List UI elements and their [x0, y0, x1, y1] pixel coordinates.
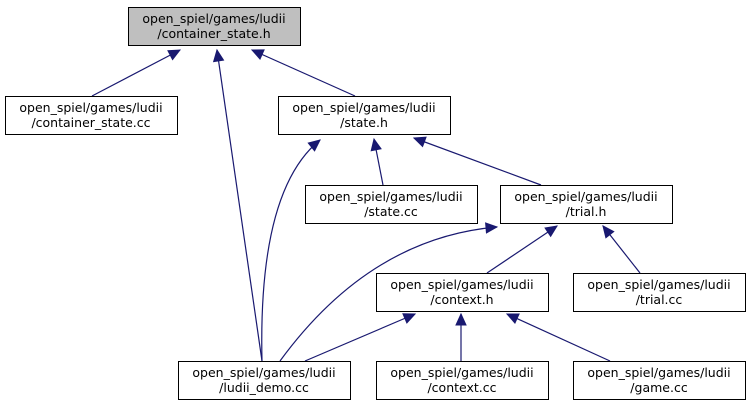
- node-label-file: /context.cc: [427, 380, 496, 395]
- arrowhead-icon: [485, 222, 499, 234]
- node-label-file: /container_state.cc: [31, 115, 150, 130]
- edge-line: [304, 313, 416, 362]
- edge-container_state_cc-to-container_state_h: [91, 49, 182, 97]
- edge-line: [279, 226, 498, 362]
- node-box[interactable]: [376, 361, 549, 400]
- node-container-state-cc[interactable]: open_spiel/games/ludii/container_state.c…: [5, 96, 178, 135]
- arrowhead-icon: [307, 139, 321, 152]
- arrowhead-icon: [212, 48, 225, 63]
- arrowhead-icon: [402, 313, 417, 324]
- node-label-path: open_spiel/games/ludii: [19, 100, 162, 115]
- edge-line: [216, 49, 263, 362]
- edge-line: [413, 137, 542, 186]
- node-box[interactable]: [500, 185, 673, 224]
- node-context-cc[interactable]: open_spiel/games/ludii/context.cc: [376, 361, 549, 400]
- node-label-file: /trial.cc: [636, 292, 683, 307]
- node-box[interactable]: [305, 185, 478, 224]
- node-game-cc[interactable]: open_spiel/games/ludii/game.cc: [573, 361, 746, 400]
- node-label-file: /trial.h: [566, 204, 607, 219]
- arrowhead-icon: [544, 225, 559, 238]
- node-container-state-h[interactable]: open_spiel/games/ludii/container_state.h: [128, 7, 301, 46]
- edge-trial_h-to-state_h: [412, 136, 542, 186]
- node-box[interactable]: [278, 96, 451, 135]
- node-trial-h[interactable]: open_spiel/games/ludii/trial.h: [500, 185, 673, 224]
- arrowhead-icon: [250, 49, 265, 60]
- node-label-file: /state.h: [340, 115, 388, 130]
- node-label-file: /context.h: [430, 292, 493, 307]
- edge-ludii_demo_cc-to-container_state_h: [212, 48, 263, 362]
- node-state-h[interactable]: open_spiel/games/ludii/state.h: [278, 96, 451, 135]
- edge-line: [261, 139, 321, 362]
- node-label-path: open_spiel/games/ludii: [319, 189, 462, 204]
- node-label-file: /container_state.h: [157, 26, 270, 41]
- arrowhead-icon: [370, 137, 382, 152]
- edge-line: [91, 49, 181, 97]
- arrowhead-icon: [167, 49, 182, 61]
- node-label-path: open_spiel/games/ludii: [587, 277, 730, 292]
- arrowhead-icon: [412, 136, 427, 148]
- node-label-path: open_spiel/games/ludii: [192, 365, 335, 380]
- edge-line: [506, 313, 611, 362]
- edge-ludii_demo_cc-to-context_h: [304, 313, 417, 362]
- edge-state_h-to-container_state_h: [250, 49, 356, 97]
- arrowhead-icon: [505, 313, 520, 325]
- edge-context_h-to-trial_h: [486, 225, 559, 274]
- edges-layer: [91, 48, 641, 362]
- node-ludii-demo-cc[interactable]: open_spiel/games/ludii/ludii_demo.cc: [178, 361, 351, 400]
- edge-ludii_demo_cc-to-state_h: [261, 139, 321, 362]
- node-state-cc[interactable]: open_spiel/games/ludii/state.cc: [305, 185, 478, 224]
- node-box[interactable]: [178, 361, 351, 400]
- node-label-path: open_spiel/games/ludii: [390, 365, 533, 380]
- node-box[interactable]: [573, 361, 746, 400]
- node-context-h[interactable]: open_spiel/games/ludii/context.h: [376, 273, 549, 312]
- nodes-layer: open_spiel/games/ludii/container_state.h…: [5, 7, 746, 400]
- arrowhead-icon: [455, 312, 467, 326]
- node-label-file: /state.cc: [364, 204, 418, 219]
- edge-game_cc-to-context_h: [505, 313, 611, 362]
- node-label-path: open_spiel/games/ludii: [142, 11, 285, 26]
- node-box[interactable]: [128, 7, 301, 46]
- node-box[interactable]: [376, 273, 549, 312]
- edge-line: [486, 225, 558, 274]
- edge-trial_cc-to-trial_h: [602, 225, 641, 274]
- arrowhead-icon: [602, 225, 615, 239]
- node-label-file: /ludii_demo.cc: [219, 380, 309, 395]
- node-label-file: /game.cc: [630, 380, 688, 395]
- edge-ludii_demo_cc-to-trial_h: [279, 222, 499, 362]
- node-label-path: open_spiel/games/ludii: [514, 189, 657, 204]
- node-box[interactable]: [573, 273, 746, 312]
- edge-line: [251, 49, 356, 97]
- node-label-path: open_spiel/games/ludii: [292, 100, 435, 115]
- node-label-path: open_spiel/games/ludii: [587, 365, 730, 380]
- node-trial-cc[interactable]: open_spiel/games/ludii/trial.cc: [573, 273, 746, 312]
- node-label-path: open_spiel/games/ludii: [390, 277, 533, 292]
- node-box[interactable]: [5, 96, 178, 135]
- edge-state_cc-to-state_h: [370, 137, 384, 186]
- edge-context_cc-to-context_h: [455, 312, 467, 361]
